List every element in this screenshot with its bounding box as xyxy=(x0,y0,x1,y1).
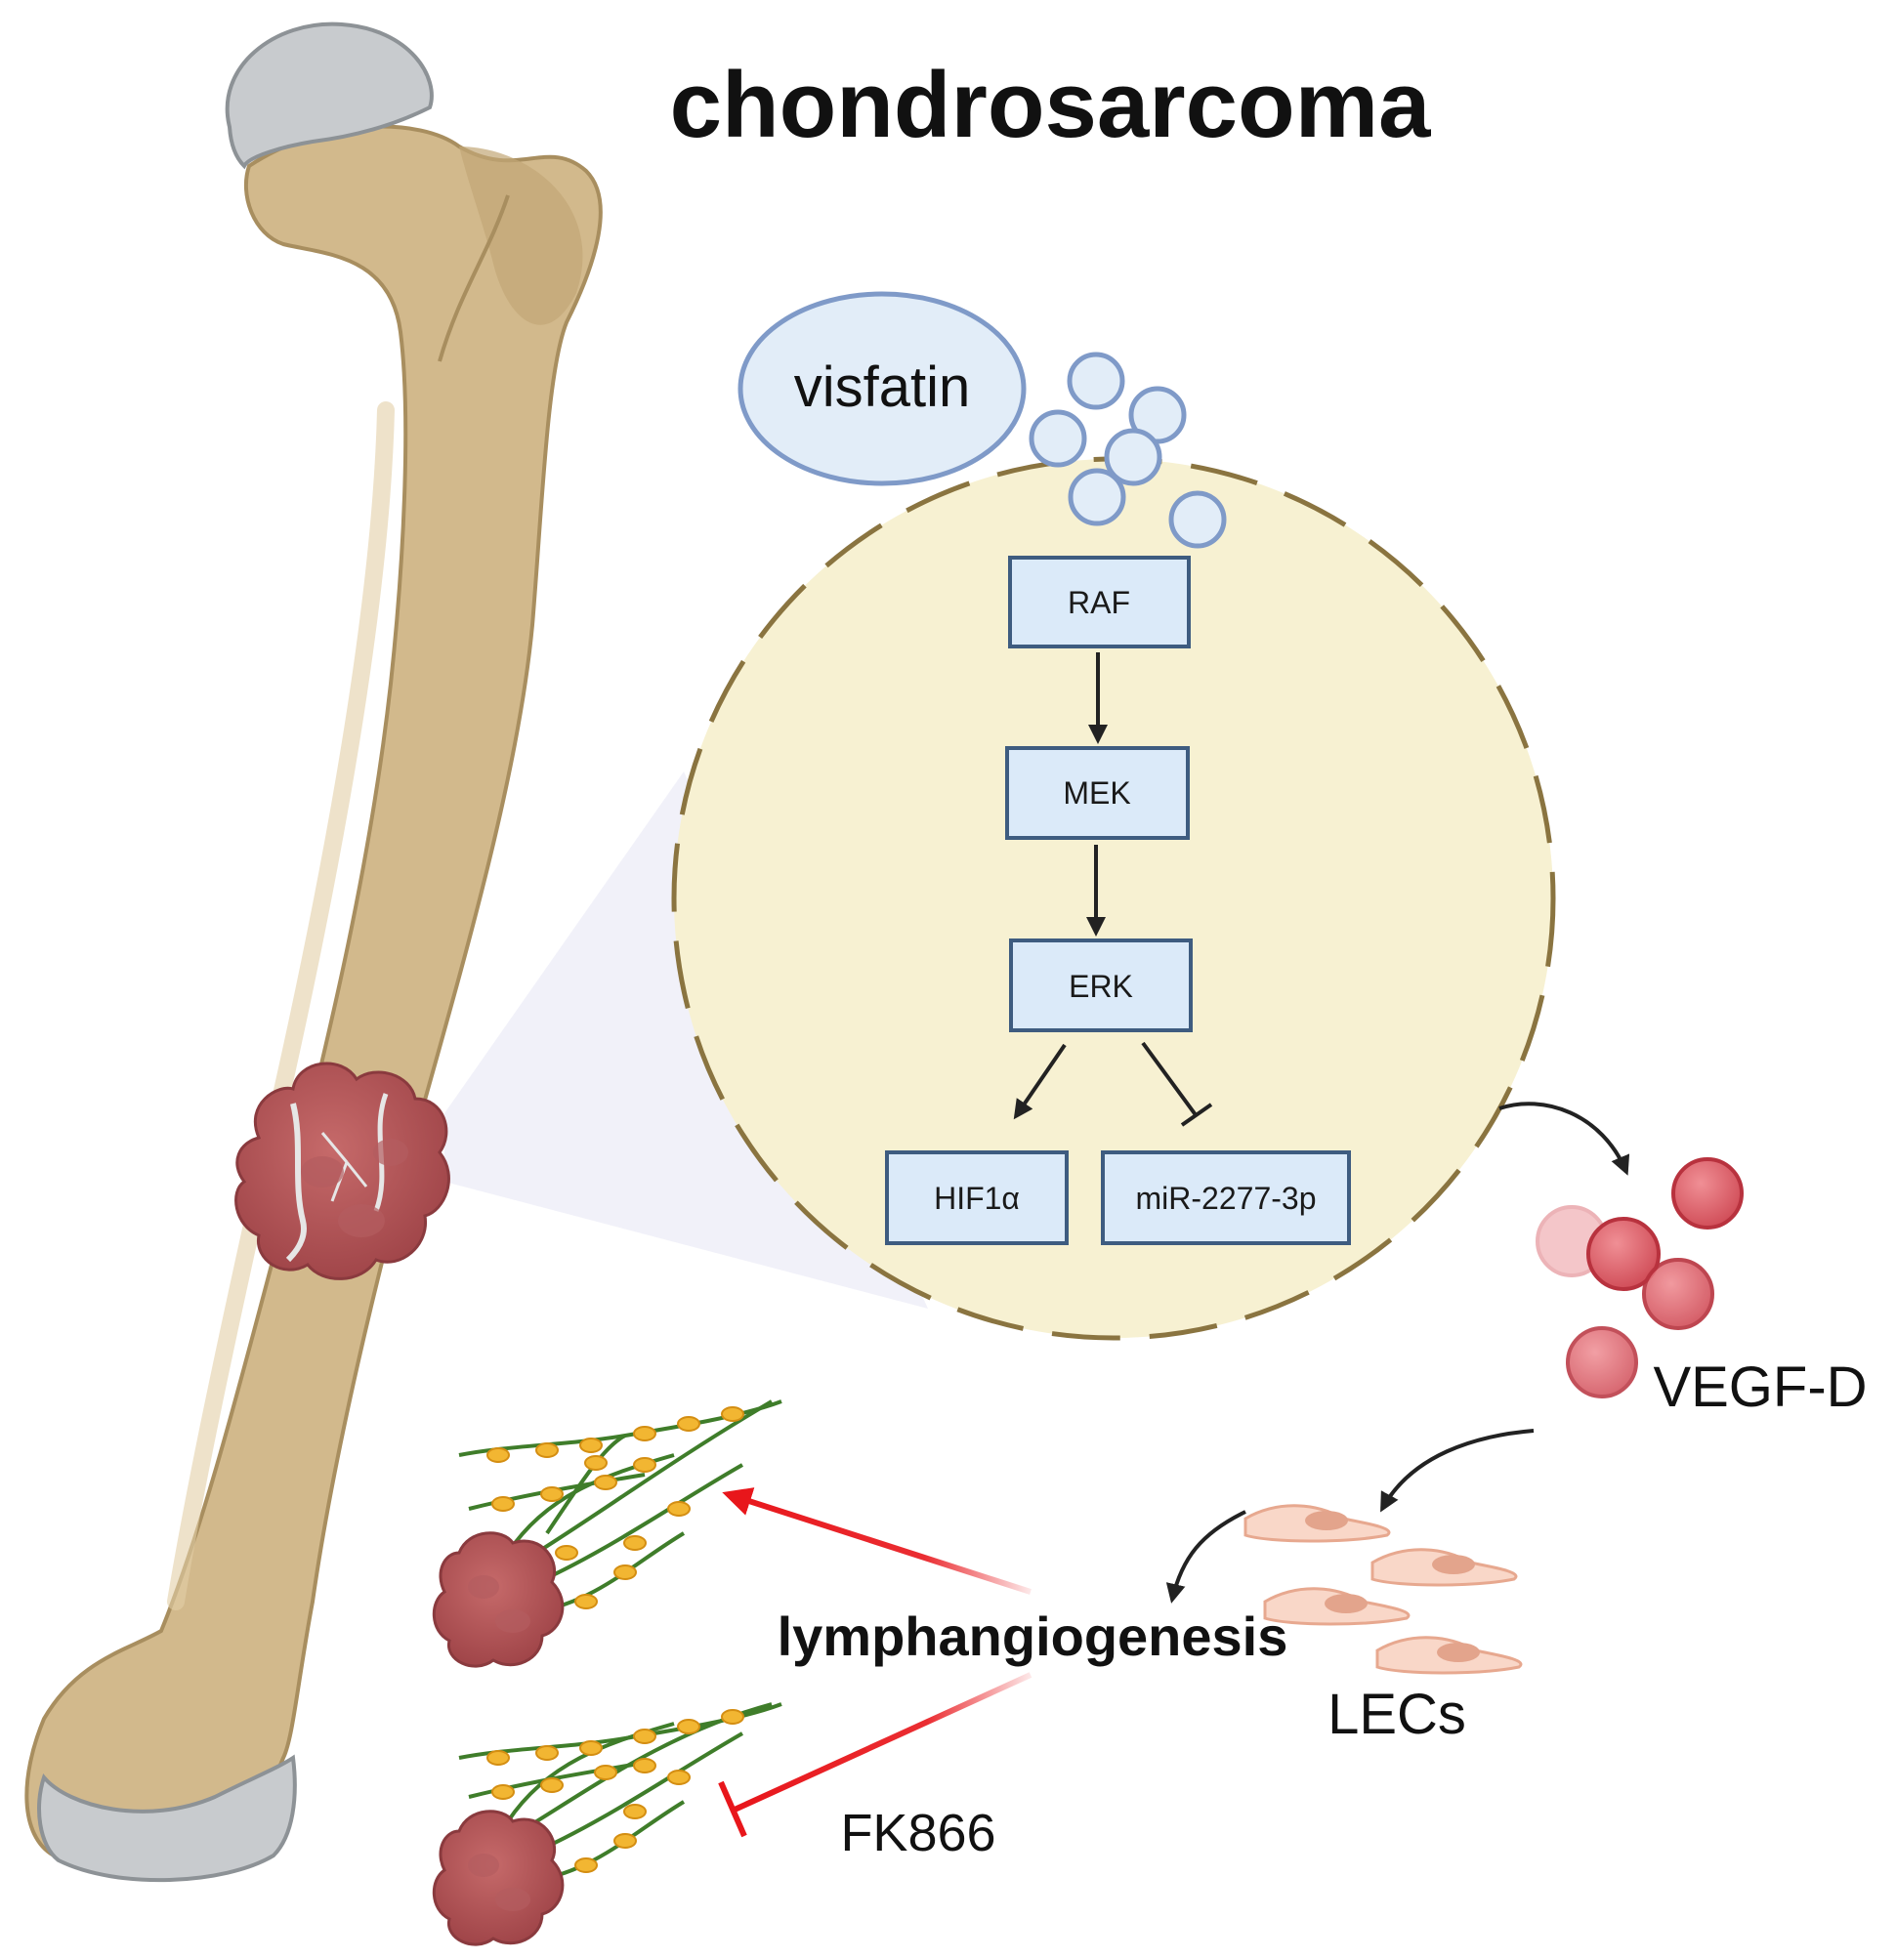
distal-cartilage xyxy=(37,1754,297,1883)
visfatin-particle xyxy=(1067,352,1125,410)
visfatin-bubble xyxy=(737,291,1027,486)
vegf-d-particle xyxy=(1586,1217,1661,1291)
inhibit-erk-to-mir xyxy=(1141,1041,1213,1127)
arrow-secretion xyxy=(1498,1102,1630,1176)
visfatin-particle xyxy=(1168,490,1227,549)
visfatin-particle xyxy=(1068,468,1126,526)
lec-cell xyxy=(1263,1587,1411,1626)
lymphatic-vessels-lower xyxy=(432,1702,782,1946)
femoral-head-cartilage xyxy=(225,21,434,170)
lec-cell xyxy=(1370,1548,1518,1587)
arrow-lecs-to-lymphangiogenesis xyxy=(1165,1510,1246,1604)
page-title: chondrosarcoma xyxy=(670,53,1431,157)
erk-label: ERK xyxy=(1069,969,1133,1004)
vegf-d-particle xyxy=(1642,1258,1714,1330)
lymphangiogenesis-label: lymphangiogenesis xyxy=(778,1606,1288,1667)
hif1a-label: HIF1α xyxy=(934,1181,1020,1216)
lec-cells xyxy=(1243,1504,1523,1675)
visfatin-particle xyxy=(1029,409,1087,468)
inhibit-fk866 xyxy=(718,1672,1032,1838)
vegf-d-particles xyxy=(1536,1157,1744,1398)
arrow-vegf-to-lecs xyxy=(1380,1429,1535,1513)
lymphatic-vessels-upper xyxy=(432,1399,782,1668)
node-erk: ERK xyxy=(1009,938,1193,1032)
fk866-label: FK866 xyxy=(840,1804,995,1862)
visfatin-particle xyxy=(1104,428,1162,486)
vegf-d-label: VEGF-D xyxy=(1653,1355,1867,1419)
trochanter-shading xyxy=(459,146,583,325)
tumor-lower xyxy=(432,1810,565,1946)
vegf-d-particle xyxy=(1671,1157,1744,1230)
arrow-promote-lymphangiogenesis xyxy=(722,1487,1032,1595)
visfatin-particles xyxy=(1029,352,1227,549)
visfatin-particle xyxy=(1128,386,1187,444)
arrow-erk-to-hif1a xyxy=(1013,1043,1067,1120)
mek-label: MEK xyxy=(1063,775,1130,811)
lec-cell xyxy=(1375,1636,1523,1675)
raf-label: RAF xyxy=(1068,585,1130,620)
lecs-label: LECs xyxy=(1327,1683,1466,1746)
node-hif1a: HIF1α xyxy=(885,1150,1069,1245)
lec-cell xyxy=(1243,1504,1391,1543)
node-raf: RAF xyxy=(1008,556,1191,648)
tumor-mass xyxy=(234,1062,450,1280)
node-mir-2277-3p: miR-2277-3p xyxy=(1101,1150,1351,1245)
node-mek: MEK xyxy=(1005,746,1190,840)
vegf-d-particle xyxy=(1566,1326,1638,1398)
tumor-upper xyxy=(432,1531,565,1668)
visfatin-label: visfatin xyxy=(794,355,971,419)
mir-label: miR-2277-3p xyxy=(1136,1181,1317,1216)
